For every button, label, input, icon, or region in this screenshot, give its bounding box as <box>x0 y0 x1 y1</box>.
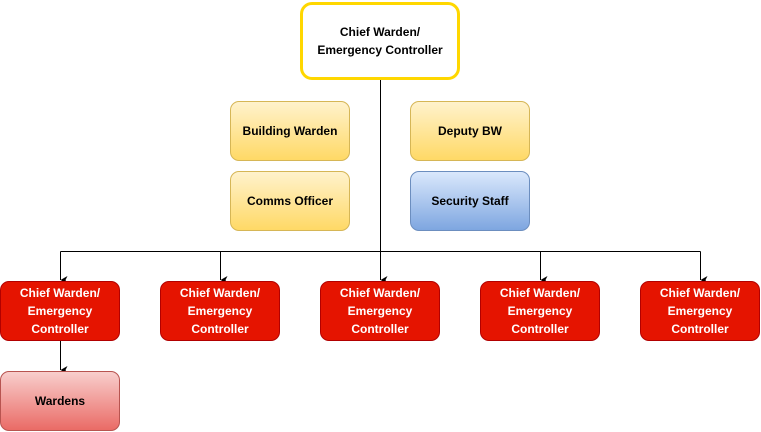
node-label: Chief Warden/ Emergency Controller <box>19 286 101 336</box>
node-label: Chief Warden/ Emergency Controller <box>339 286 421 336</box>
node-label: Security Staff <box>431 194 509 208</box>
node-label: Deputy BW <box>438 124 502 138</box>
node-controller-3[interactable]: Chief Warden/ Emergency Controller <box>320 281 440 341</box>
node-security-staff[interactable]: Security Staff <box>410 171 530 231</box>
node-controller-1[interactable]: Chief Warden/ Emergency Controller <box>0 281 120 341</box>
node-label: Wardens <box>34 394 86 408</box>
root-node-label: Chief Warden/ Emergency Controller <box>317 25 443 57</box>
node-controller-2[interactable]: Chief Warden/ Emergency Controller <box>160 281 280 341</box>
node-label: Chief Warden/ Emergency Controller <box>659 286 741 336</box>
node-label: Comms Officer <box>246 194 334 208</box>
node-building-warden[interactable]: Building Warden <box>230 101 350 161</box>
node-label: Chief Warden/ Emergency Controller <box>179 286 261 336</box>
node-comms-officer[interactable]: Comms Officer <box>230 171 350 231</box>
node-controller-4[interactable]: Chief Warden/ Emergency Controller <box>480 281 600 341</box>
node-label: Building Warden <box>242 124 338 138</box>
node-wardens[interactable]: Wardens <box>0 371 120 431</box>
node-label: Chief Warden/ Emergency Controller <box>499 286 581 336</box>
node-deputy-bw[interactable]: Deputy BW <box>410 101 530 161</box>
root-node-chief-warden[interactable]: Chief Warden/ Emergency Controller <box>300 2 460 80</box>
node-controller-5[interactable]: Chief Warden/ Emergency Controller <box>640 281 760 341</box>
